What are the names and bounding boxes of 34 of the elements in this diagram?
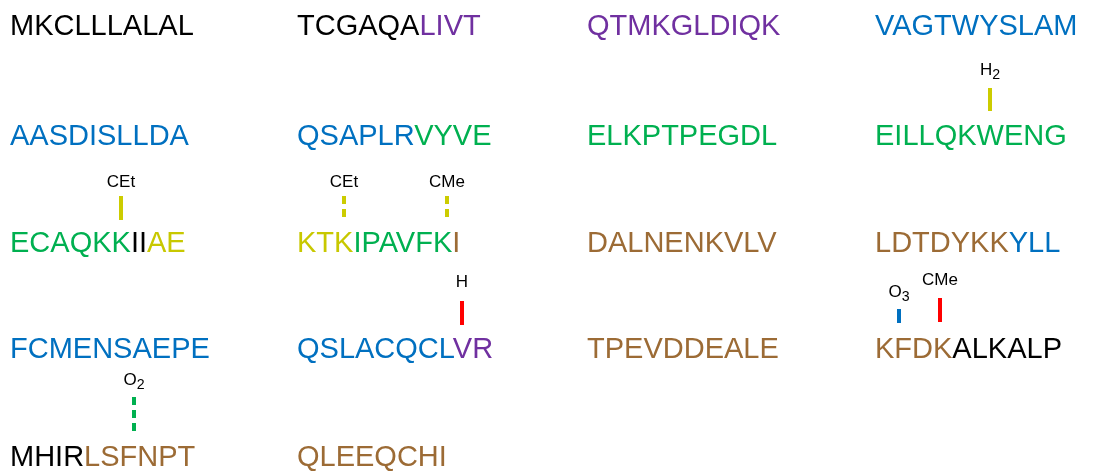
sequence-text: MHIRLSFNPT (10, 439, 196, 473)
sequence-text: QSLACQCLVR (297, 331, 494, 365)
sequence-text: KTKIPAVFKI (297, 225, 461, 259)
sequence-text: TPEVDDEALE (587, 331, 779, 365)
sequence-text: EILLQKWENG (875, 118, 1067, 152)
modification-label: H$_{2}$ (979, 60, 1001, 85)
sequence-text: ECAQKKIIAE (10, 225, 186, 259)
sequence-text: DALNENKVLV (587, 225, 777, 259)
modification-label: H (455, 272, 469, 292)
leader-line (132, 397, 136, 431)
sequence-text: KFDKALKALP (875, 331, 1062, 365)
sequence-text: MKCLLLALAL (10, 8, 194, 42)
modification-label: CEt (106, 172, 136, 192)
sequence-text: QSAPLRVYVE (297, 118, 492, 152)
modification-label: O$_{2}$ (123, 370, 145, 395)
modification-label: CMe (922, 270, 958, 290)
modification-label: O$_{3}$ (888, 282, 910, 307)
leader-line (119, 196, 123, 220)
leader-line (988, 88, 992, 111)
sequence-text: LDTDYKKYLL (875, 225, 1061, 259)
modification-label: CEt (329, 172, 359, 192)
sequence-text: AASDISLLDA (10, 118, 189, 152)
leader-line (460, 301, 464, 325)
sequence-text: ELKPTPEGDL (587, 118, 778, 152)
sequence-text: VAGTWYSLAM (875, 8, 1078, 42)
sequence-text: QTMKGLDIQK (587, 8, 781, 42)
modification-label: CMe (429, 172, 465, 192)
sequence-text: FCMENSAEPE (10, 331, 210, 365)
leader-line (342, 196, 346, 220)
leader-line (938, 298, 942, 322)
sequence-text: QLEEQCHI (297, 439, 447, 473)
sequence-text: TCGAQALIVT (297, 8, 481, 42)
leader-line (445, 196, 449, 220)
leader-line (897, 309, 901, 323)
